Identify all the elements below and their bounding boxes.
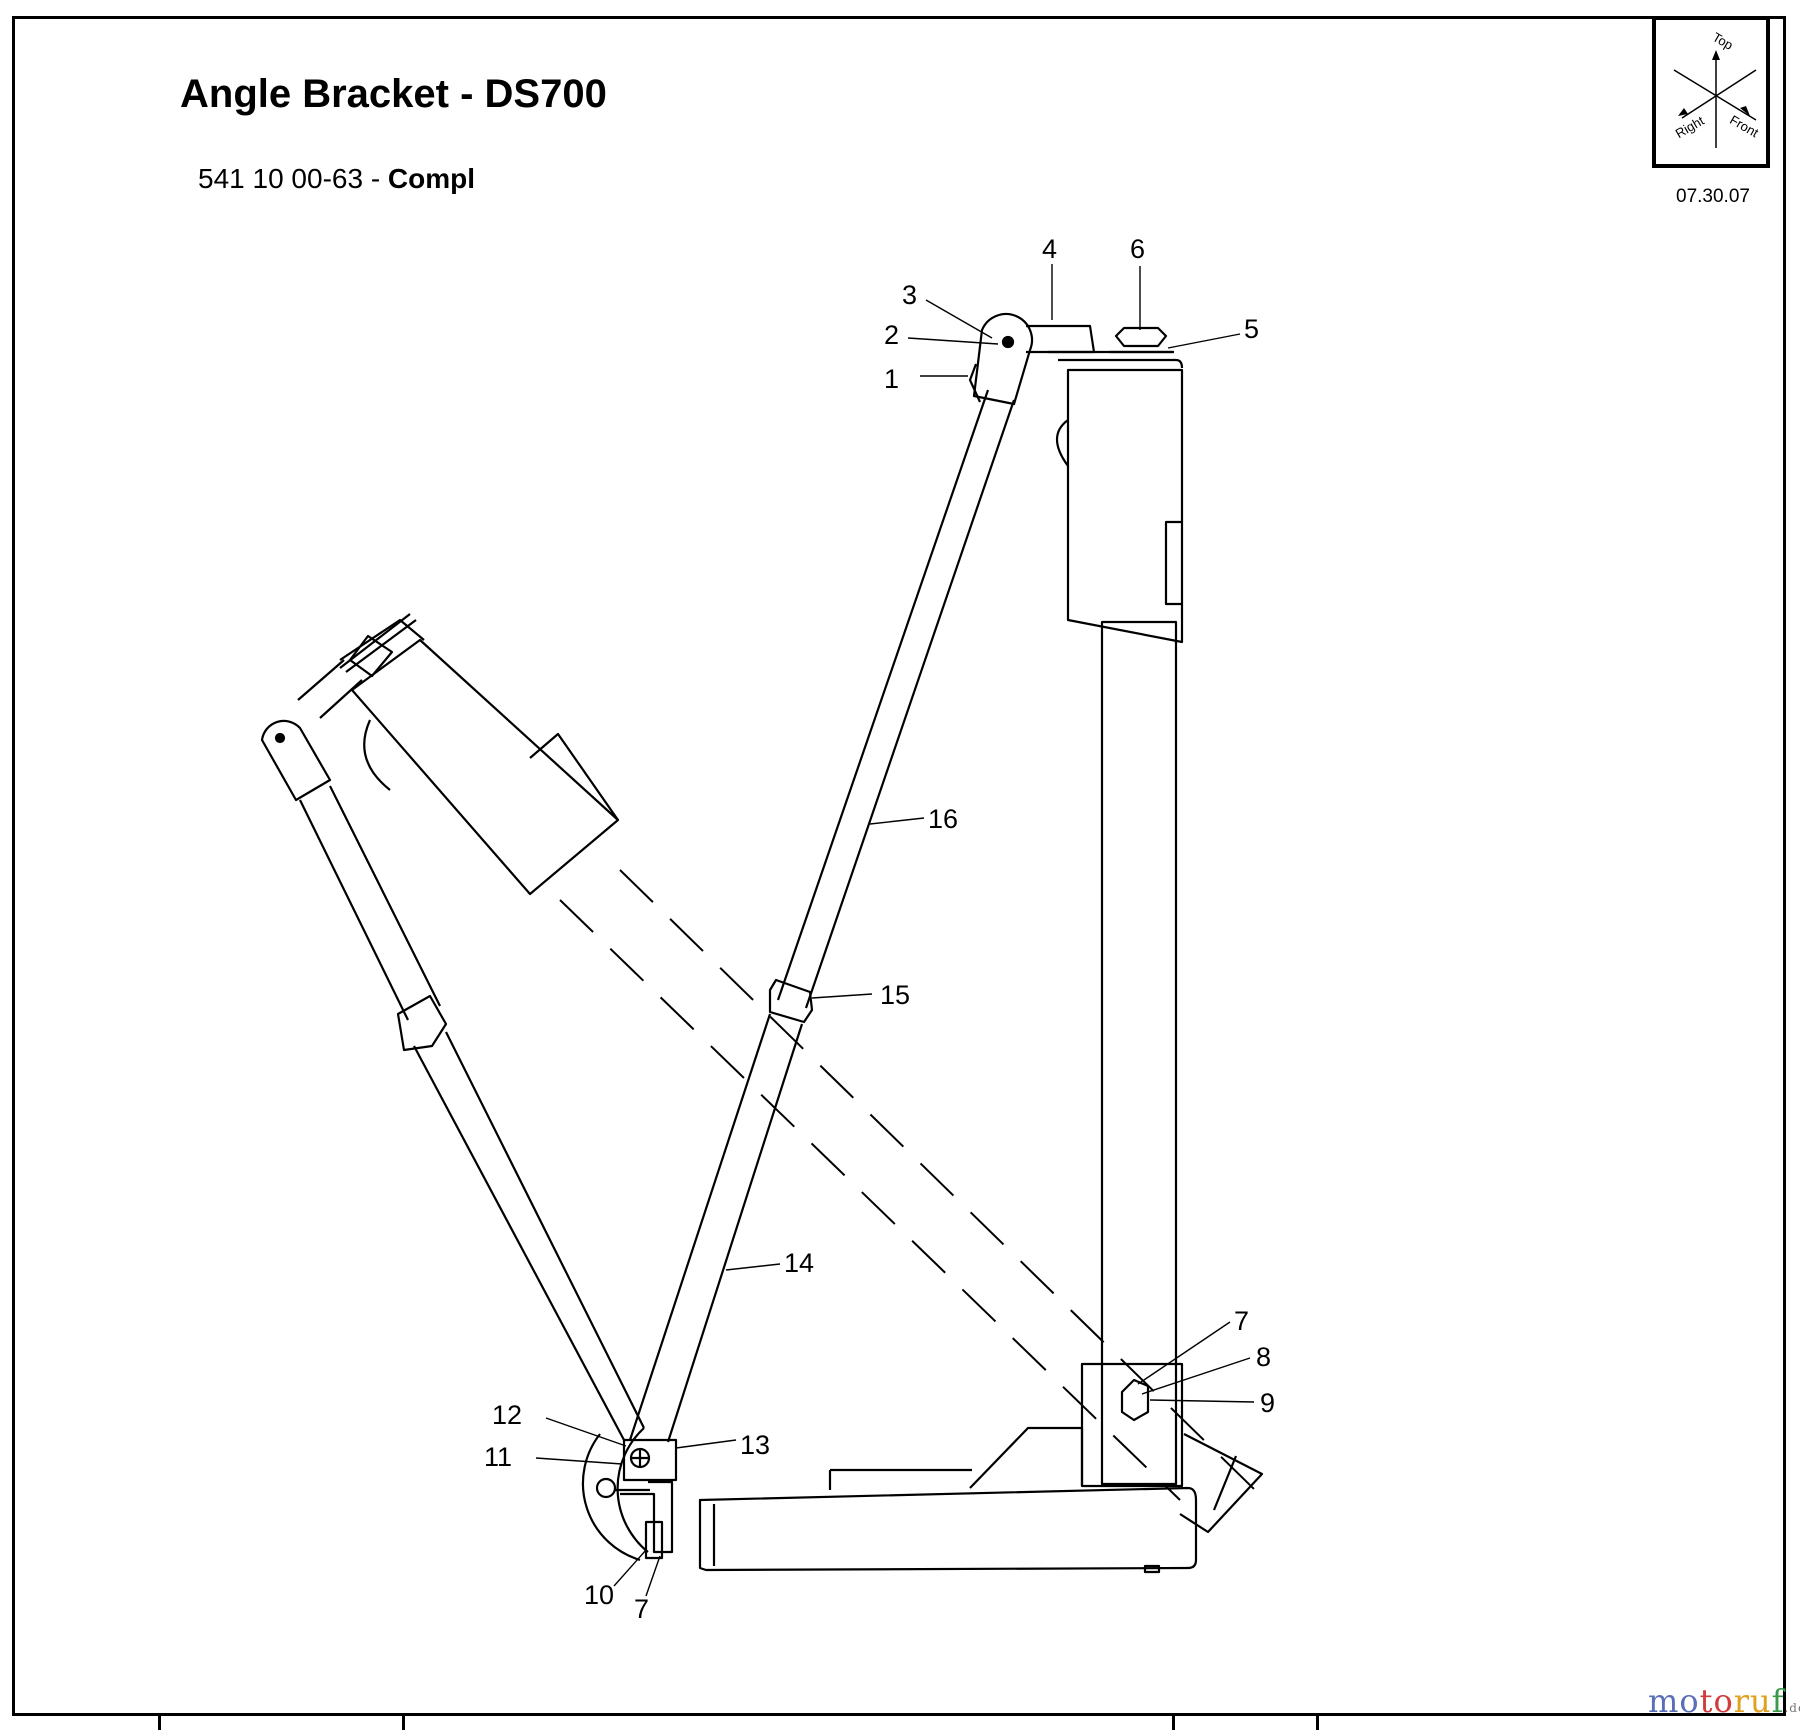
- callout-2: 2: [884, 320, 899, 350]
- tilted-strut: [260, 719, 645, 1441]
- callout-15: 15: [880, 980, 910, 1010]
- callout-5: 5: [1244, 314, 1259, 344]
- watermark-part-2: to: [1699, 1682, 1734, 1720]
- callout-8: 8: [1256, 1342, 1271, 1372]
- vertical-column: [1080, 620, 1184, 1488]
- drawing-sheet: [12, 16, 1786, 1716]
- callout-1: 1: [884, 364, 899, 394]
- gusset: [969, 1426, 1084, 1489]
- part-number-suffix: Compl: [387, 163, 476, 194]
- tilted-column-stub: [1179, 1433, 1264, 1534]
- leader-lines: [535, 264, 1255, 1597]
- strut-lower: [628, 1013, 804, 1443]
- ghost-column: [559, 869, 1256, 1501]
- bottom-pivot-clamp: [620, 1438, 678, 1560]
- top-pivot-bracket: [1026, 324, 1096, 354]
- title-block-strip: [12, 1716, 1786, 1730]
- orientation-indicator: Top Right Front: [1652, 16, 1770, 168]
- strut-upper: [776, 312, 1034, 1009]
- coupling-nut: [768, 978, 814, 1024]
- watermark-part-4: f: [1771, 1682, 1785, 1720]
- callout-7-base: 7: [1234, 1306, 1249, 1336]
- part-number: 541 10 00-63 - Compl: [198, 163, 475, 195]
- top-bolt: [1110, 326, 1172, 354]
- base-bolt: [1120, 1378, 1150, 1422]
- callout-4: 4: [1042, 234, 1057, 264]
- page-title: Angle Bracket - DS700: [180, 72, 607, 116]
- callout-7-wheel: 7: [634, 1594, 649, 1624]
- tilted-carriage: [297, 613, 620, 896]
- revision-date: 07.30.07: [1676, 186, 1750, 207]
- watermark-part-1: mo: [1648, 1682, 1700, 1720]
- orientation-axes-icon: Top Right Front: [1673, 29, 1761, 148]
- callout-9: 9: [1260, 1388, 1275, 1418]
- callout-10: 10: [584, 1580, 614, 1610]
- base-plate: [698, 1468, 1198, 1574]
- callout-6: 6: [1130, 234, 1145, 264]
- column-carriage: [1048, 350, 1184, 644]
- callout-3: 3: [902, 280, 917, 310]
- callout-13: 13: [740, 1430, 770, 1460]
- callout-11: 11: [484, 1442, 512, 1472]
- wheel: [581, 1427, 650, 1562]
- callout-12: 12: [492, 1400, 522, 1430]
- callout-14: 14: [784, 1248, 814, 1278]
- watermark-part-3: ru: [1733, 1682, 1772, 1720]
- callout-16: 16: [928, 804, 958, 834]
- motoruf-watermark: motoruf.de: [1648, 1682, 1800, 1720]
- watermark-suffix: .de: [1784, 1701, 1800, 1715]
- part-number-code: 541 10 00-63 -: [198, 163, 388, 194]
